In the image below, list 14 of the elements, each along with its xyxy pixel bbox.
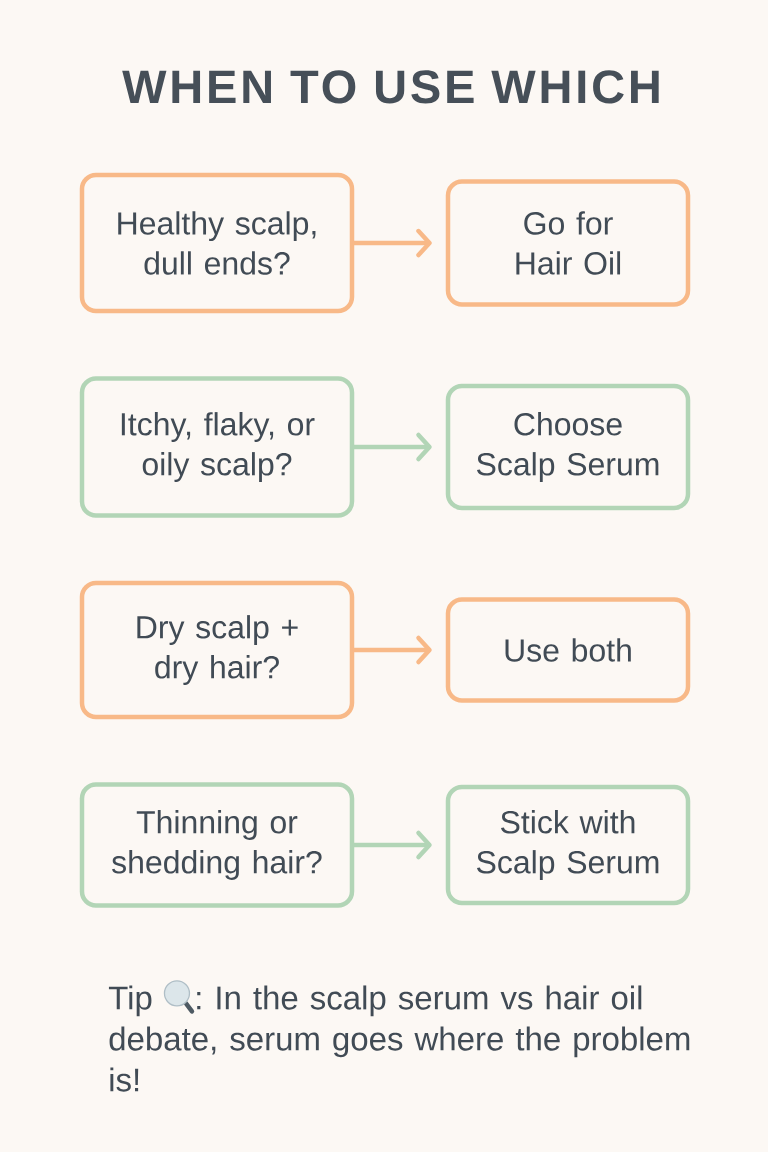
recommendation-box: Choose Scalp Serum bbox=[445, 383, 691, 511]
arrow bbox=[352, 635, 432, 665]
title: WHEN TO USE WHICH bbox=[122, 70, 659, 104]
question-box: Thinning or shedding hair? bbox=[79, 782, 355, 908]
question-box: Itchy, flaky, or oily scalp? bbox=[79, 376, 355, 518]
arrow bbox=[352, 830, 432, 860]
question-box: Dry scalp + dry hair? bbox=[79, 580, 355, 720]
question-box: Healthy scalp, dull ends? bbox=[79, 172, 355, 314]
recommendation-box: Stick with Scalp Serum bbox=[445, 784, 691, 906]
tip-text: Tip : In the scalp serum vs hair oil debate, serum goes where the problem is! bbox=[108, 980, 690, 1092]
arrow bbox=[352, 228, 432, 258]
recommendation-box: Use both bbox=[445, 597, 691, 703]
arrow bbox=[352, 432, 432, 462]
recommendation-box: Go for Hair Oil bbox=[445, 179, 691, 307]
